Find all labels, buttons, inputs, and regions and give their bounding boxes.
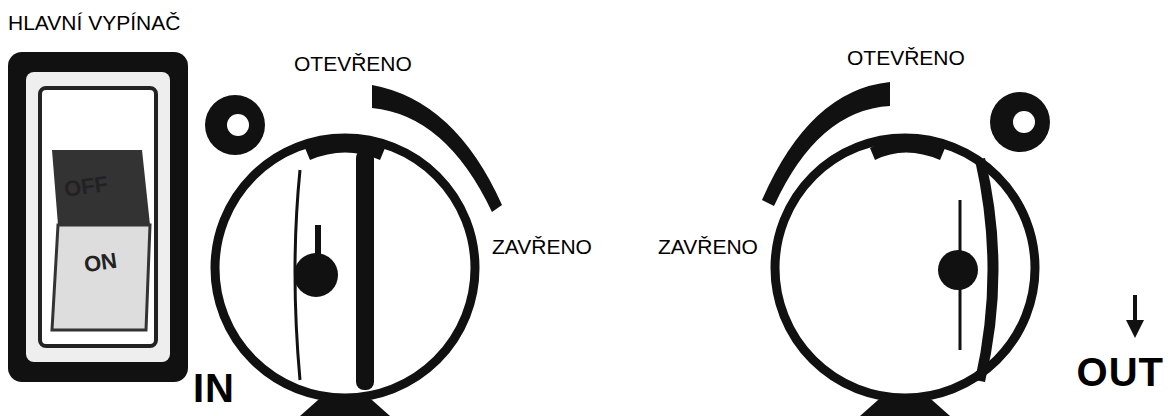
open-indicator-arc [762,82,890,206]
position-label: OTEVŘENO [847,47,965,68]
handle-knob [294,253,338,297]
switch-title: HLAVNÍ VYPÍNAČ [8,12,180,33]
knob-ridge [975,158,999,382]
position-label: OTEVŘENO [294,53,412,74]
port-label: IN [193,368,235,408]
position-label: ZAVŘENO [658,236,758,257]
switch-bezel [40,88,156,346]
valve-knob [215,138,475,398]
screw-slot [227,114,249,136]
knob-pointer [356,150,374,390]
screw-head [205,95,265,155]
valve-knob [775,138,1035,398]
switch-rocker-top [52,150,150,225]
switch-state-label: OFF [63,173,110,201]
handle-knob [938,250,978,290]
screw-slot [1013,111,1035,133]
switch-state-label: ON [83,250,119,276]
knob-edge [870,138,945,160]
open-indicator-arc [372,85,502,212]
position-label: ZAVŘENO [492,236,592,257]
port-label: OUT [1077,352,1164,392]
screw-head [990,92,1050,152]
switch-rocker-bottom [52,225,150,330]
flow-arrowhead [1126,320,1144,338]
switch-housing [8,52,188,382]
switch-frame [26,72,170,362]
